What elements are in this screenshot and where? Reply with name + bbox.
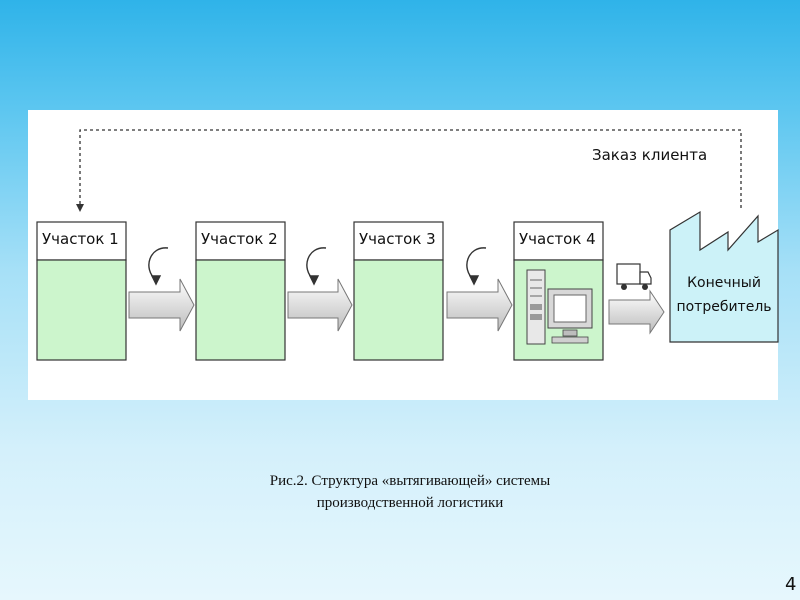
station-4-label: Участок 4 [519,230,596,248]
flow-arrow-icon-4 [608,289,665,335]
caption-line-1: Рис.2. Структура «вытягивающей» системы [269,473,551,489]
order-label: Заказ клиента [592,146,708,164]
figure-caption: Рис.2. Структура «вытягивающей» системы … [200,470,620,514]
station-3-box [353,221,444,361]
truck-icon [616,263,652,290]
station-2-label: Участок 2 [201,230,278,248]
flow-arrow-icon-2 [287,278,353,332]
consumer-label-line1: Конечный [687,275,761,291]
computer-icon [526,269,593,345]
cycle-arrow-icon-2 [306,247,327,286]
station-2-box [195,221,286,361]
page-number: 4 [785,574,797,595]
cycle-arrow-icon-3 [466,247,487,286]
consumer-label-line2: потребитель [676,299,772,315]
station-1-box [36,221,127,361]
caption-line-2: производственной логистики [316,495,504,511]
order-arrowhead-icon [76,204,84,212]
factory-icon [669,210,779,343]
flow-arrow-icon-3 [446,278,513,332]
cycle-arrow-icon-1 [148,247,169,286]
flow-arrow-icon-1 [128,278,195,332]
order-dashed-line [79,129,742,210]
station-1-label: Участок 1 [42,230,119,248]
station-3-label: Участок 3 [359,230,436,248]
